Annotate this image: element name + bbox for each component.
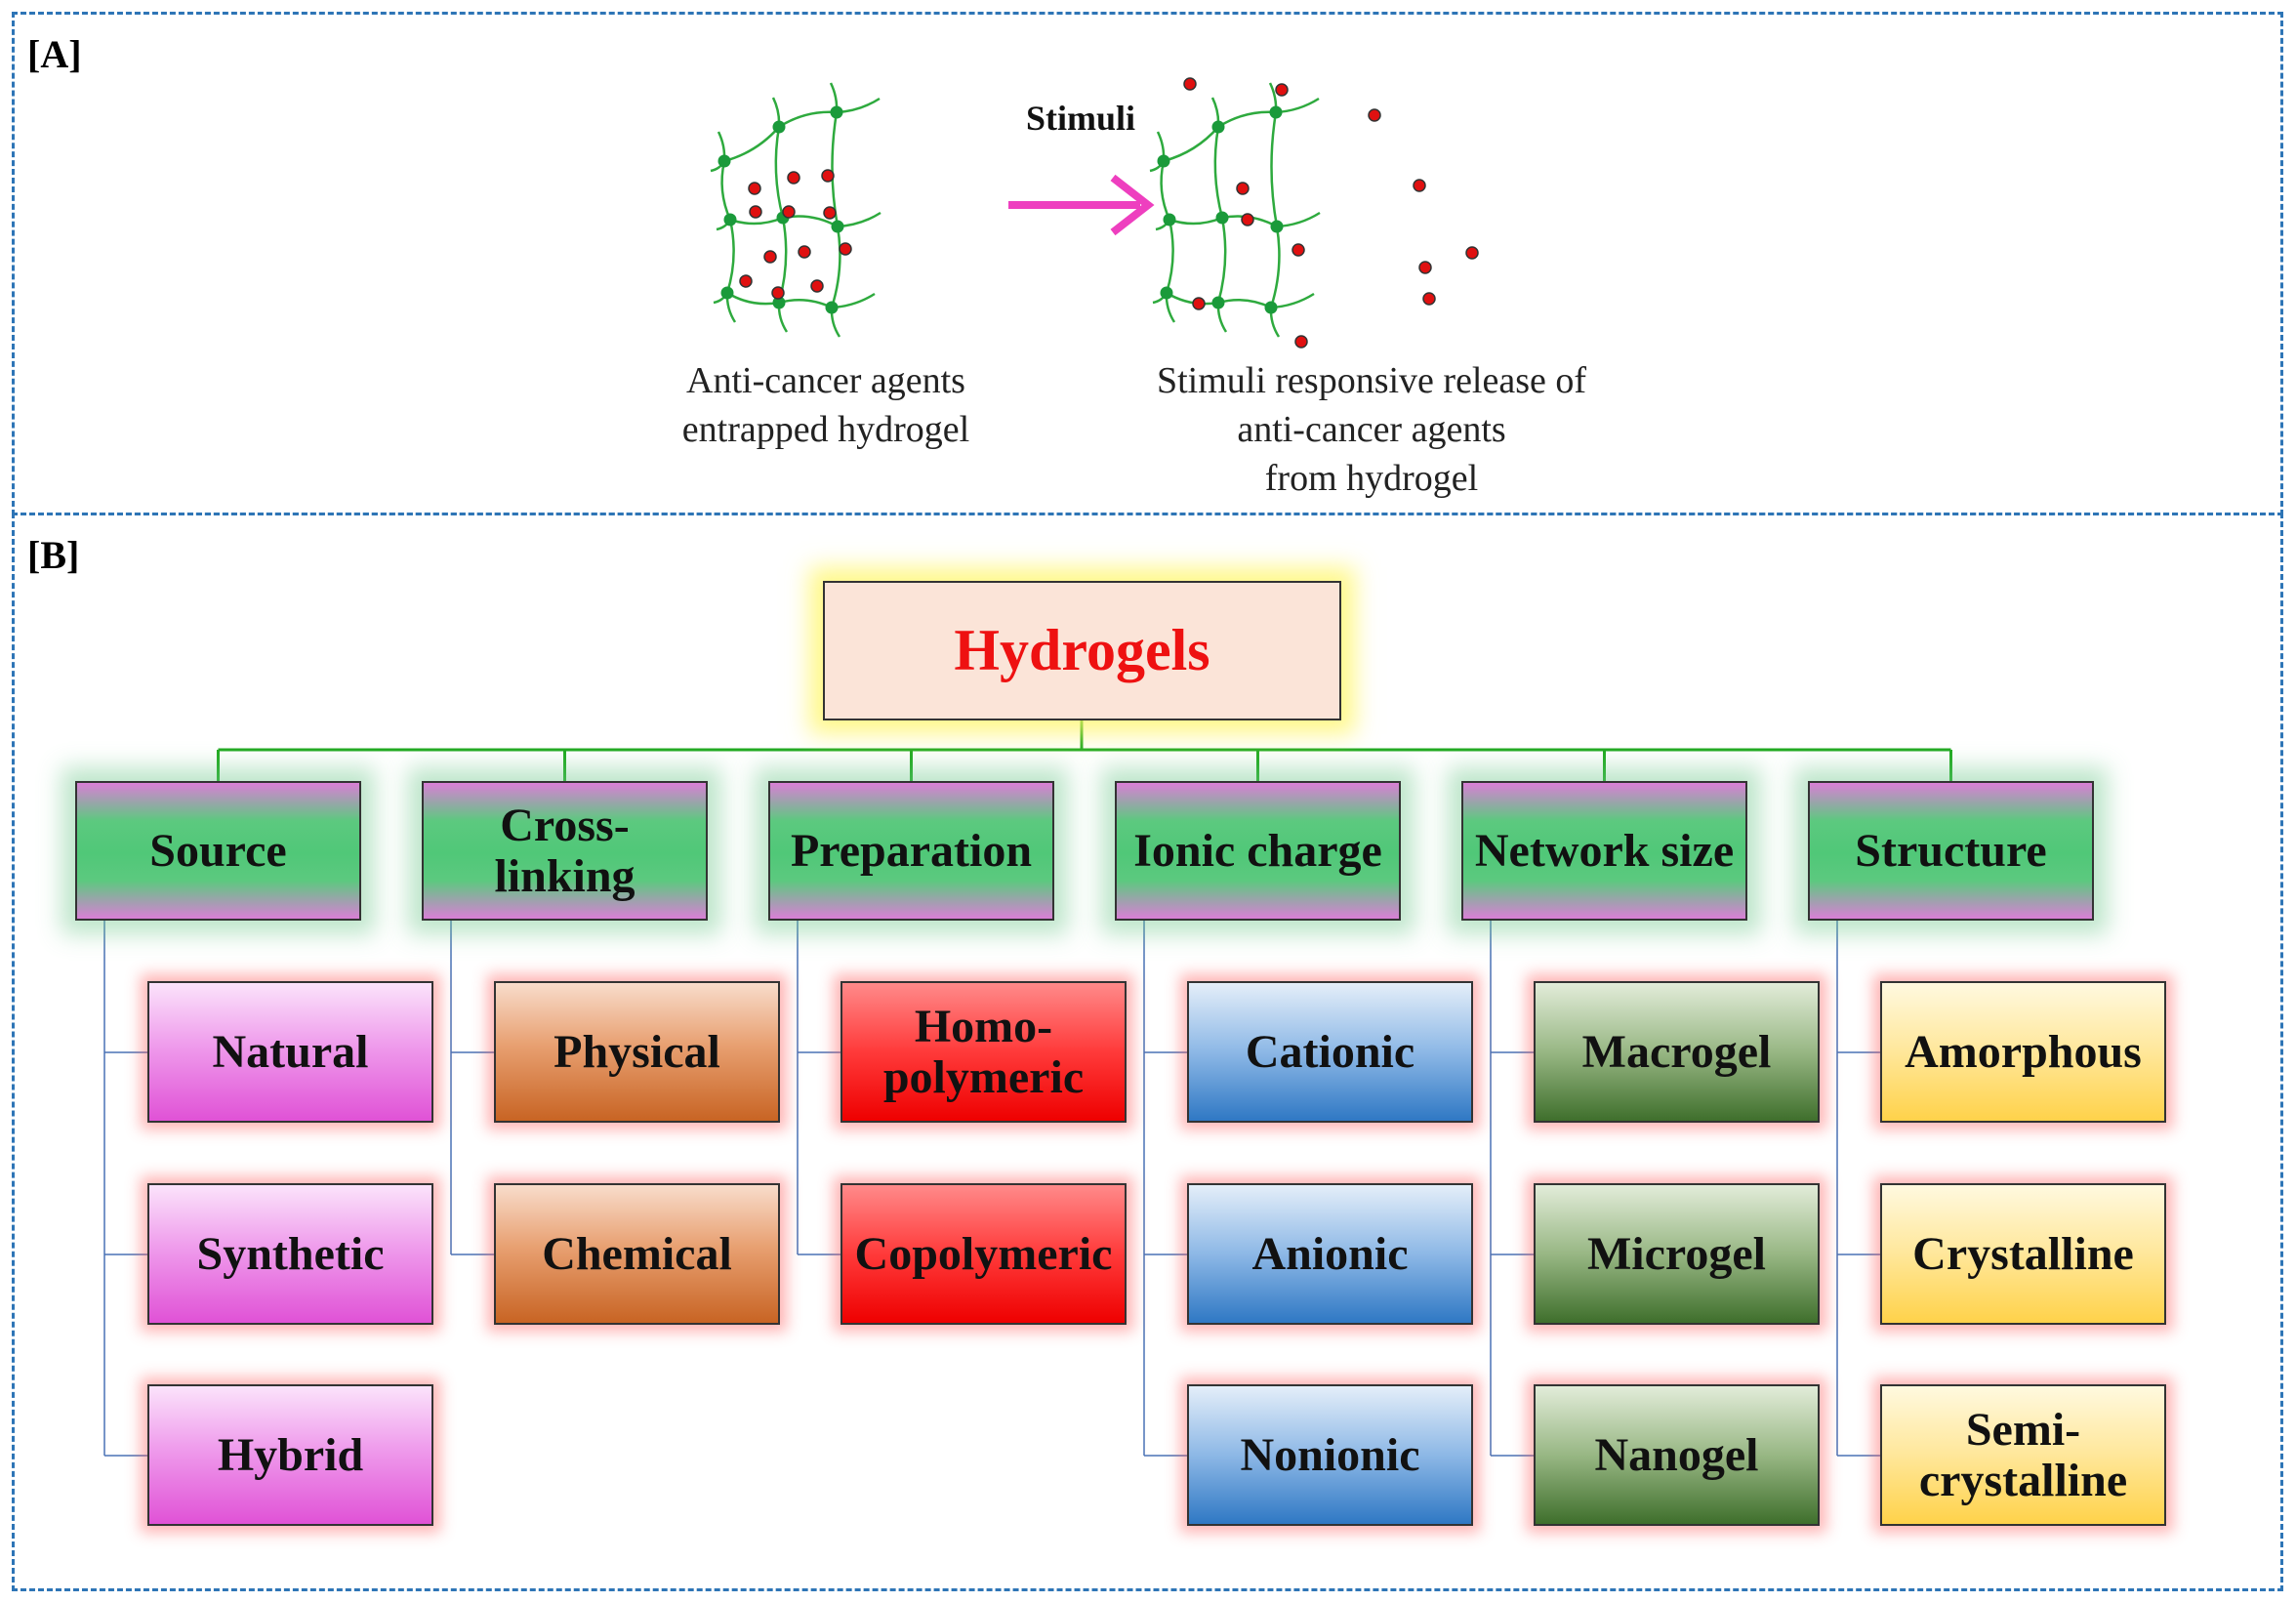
category-cross-linking: Cross- linking bbox=[422, 781, 708, 921]
leaf-microgel: Microgel bbox=[1534, 1183, 1820, 1325]
crosslink-node bbox=[825, 301, 839, 314]
anti-cancer-agent bbox=[1422, 292, 1436, 306]
leaf-physical: Physical bbox=[494, 981, 780, 1123]
network-strand bbox=[774, 126, 785, 219]
hydrogel-network-loaded bbox=[710, 82, 882, 338]
anti-cancer-agent bbox=[782, 205, 796, 219]
anti-cancer-agent bbox=[1192, 297, 1206, 310]
crosslink-node bbox=[718, 154, 731, 168]
anti-cancer-agent bbox=[787, 171, 800, 185]
root-node: Hydrogels bbox=[823, 581, 1341, 720]
hydrogel-network-released bbox=[1149, 77, 1479, 349]
anti-cancer-agent bbox=[1241, 213, 1254, 226]
category-structure: Structure bbox=[1808, 781, 2094, 921]
leaf-nanogel: Nanogel bbox=[1534, 1384, 1820, 1526]
anti-cancer-agent bbox=[839, 242, 852, 256]
panel-a-label: [A] bbox=[27, 32, 82, 76]
crosslink-node bbox=[772, 120, 786, 134]
stimuli-arrow bbox=[1008, 174, 1155, 236]
anti-cancer-agent bbox=[771, 286, 785, 300]
anti-cancer-agent bbox=[798, 245, 811, 259]
caption-right-line-2: anti-cancer agents bbox=[1237, 409, 1506, 450]
anti-cancer-agent bbox=[821, 169, 835, 183]
crosslink-node bbox=[1157, 154, 1170, 168]
caption-left-line-1: Anti-cancer agents bbox=[686, 360, 965, 401]
anti-cancer-agent bbox=[749, 205, 762, 219]
anti-cancer-agent bbox=[739, 274, 753, 288]
anti-cancer-agent bbox=[1183, 77, 1197, 91]
category-ionic-charge: Ionic charge bbox=[1115, 781, 1401, 921]
caption-left-line-2: entrapped hydrogel bbox=[681, 409, 970, 450]
panel-b-label: [B] bbox=[27, 533, 80, 577]
leaf-semi-crystalline: Semi- crystalline bbox=[1880, 1384, 2166, 1526]
crosslink-node bbox=[1264, 301, 1278, 314]
anti-cancer-agent bbox=[1413, 179, 1426, 192]
panel-a-illustration: Stimuli bbox=[710, 77, 1479, 349]
crosslink-node bbox=[723, 213, 737, 226]
anti-cancer-agent bbox=[810, 279, 824, 293]
leaf-copolymeric: Copolymeric bbox=[840, 1183, 1127, 1325]
category-source: Source bbox=[75, 781, 361, 921]
crosslink-node bbox=[1211, 120, 1225, 134]
crosslink-node bbox=[1163, 213, 1176, 226]
caption-right-line-1: Stimuli responsive release of bbox=[1156, 360, 1587, 401]
stimuli-label: Stimuli bbox=[1026, 99, 1135, 138]
network-strand bbox=[1270, 111, 1279, 227]
leaf-nonionic: Nonionic bbox=[1187, 1384, 1473, 1526]
leaf-homo-polymeric: Homo- polymeric bbox=[840, 981, 1127, 1123]
anti-cancer-agent bbox=[763, 250, 777, 264]
anti-cancer-agent bbox=[1292, 243, 1305, 257]
crosslink-node bbox=[1160, 286, 1173, 300]
caption-right: Stimuli responsive release of anti-cance… bbox=[1118, 356, 1625, 503]
leaf-cationic: Cationic bbox=[1187, 981, 1473, 1123]
caption-left: Anti-cancer agents entrapped hydrogel bbox=[670, 356, 982, 454]
crosslink-node bbox=[830, 105, 843, 119]
panel-b-frame bbox=[12, 513, 2283, 1591]
crosslink-node bbox=[1215, 211, 1229, 225]
network-strand bbox=[1216, 217, 1227, 304]
leaf-macrogel: Macrogel bbox=[1534, 981, 1820, 1123]
anti-cancer-agent bbox=[1418, 261, 1432, 274]
leaf-crystalline: Crystalline bbox=[1880, 1183, 2166, 1325]
network-strand bbox=[1269, 226, 1281, 308]
crosslink-node bbox=[720, 286, 734, 300]
crosslink-node bbox=[1211, 296, 1225, 309]
anti-cancer-agent bbox=[1368, 108, 1381, 122]
network-strand bbox=[1165, 219, 1174, 294]
anti-cancer-agent bbox=[823, 206, 837, 220]
network-strand bbox=[1213, 126, 1224, 219]
anti-cancer-agent bbox=[748, 182, 761, 195]
network-strand bbox=[830, 226, 841, 308]
category-network-size: Network size bbox=[1461, 781, 1747, 921]
caption-right-line-3: from hydrogel bbox=[1264, 458, 1479, 499]
leaf-anionic: Anionic bbox=[1187, 1183, 1473, 1325]
anti-cancer-agent bbox=[1236, 182, 1250, 195]
leaf-synthetic: Synthetic bbox=[147, 1183, 433, 1325]
leaf-natural: Natural bbox=[147, 981, 433, 1123]
anti-cancer-agent bbox=[1275, 83, 1289, 97]
crosslink-node bbox=[772, 296, 786, 309]
network-strand bbox=[725, 219, 735, 294]
leaf-chemical: Chemical bbox=[494, 1183, 780, 1325]
anti-cancer-agent bbox=[1294, 335, 1308, 349]
anti-cancer-agent bbox=[1465, 246, 1479, 260]
crosslink-node bbox=[831, 220, 844, 233]
stimuli-arrow-head bbox=[1110, 174, 1155, 236]
crosslink-node bbox=[1269, 105, 1283, 119]
leaf-hybrid: Hybrid bbox=[147, 1384, 433, 1526]
leaf-amorphous: Amorphous bbox=[1880, 981, 2166, 1123]
category-preparation: Preparation bbox=[768, 781, 1054, 921]
crosslink-node bbox=[1270, 220, 1284, 233]
